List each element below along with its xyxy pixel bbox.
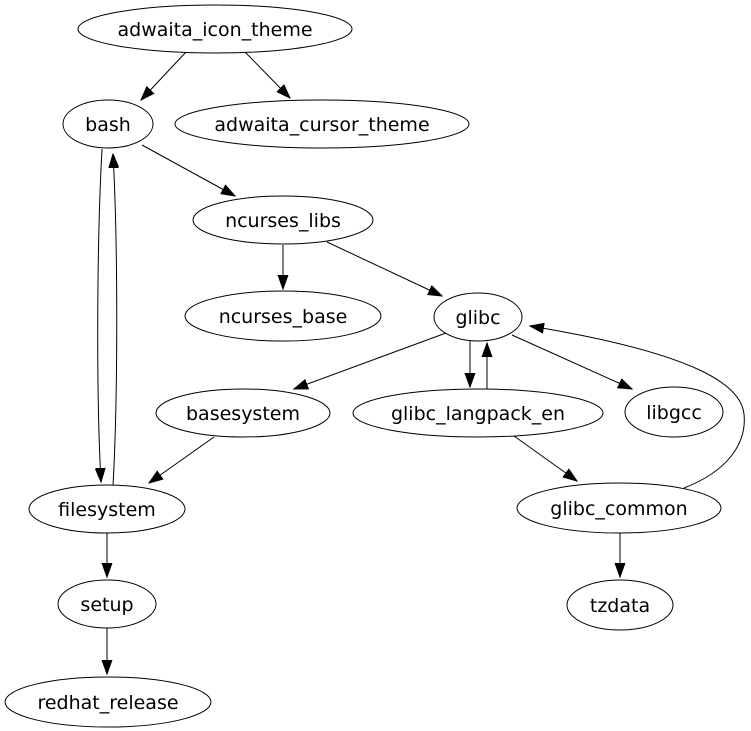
node-ellipse xyxy=(433,292,523,342)
node-label: tzdata xyxy=(590,595,650,617)
node-libgcc: libgcc xyxy=(624,386,724,438)
node-ellipse xyxy=(28,484,186,534)
edge-glibc_common-glibc xyxy=(530,326,745,489)
node-label: filesystem xyxy=(58,499,156,521)
node-ellipse xyxy=(174,99,470,149)
edge-glibc-basesystem xyxy=(294,332,447,389)
node-ellipse xyxy=(184,290,382,342)
edge-adwaita_icon_theme-adwaita_cursor_theme xyxy=(244,51,290,98)
node-label: adwaita_cursor_theme xyxy=(214,114,429,136)
node-basesystem: basesystem xyxy=(155,388,331,438)
node-glibc: glibc xyxy=(433,292,523,342)
node-label: setup xyxy=(80,594,133,616)
edge-bash-filesystem xyxy=(98,148,102,482)
edge-layer xyxy=(98,51,745,674)
node-ncurses_libs: ncurses_libs xyxy=(192,195,374,245)
node-ellipse xyxy=(516,482,722,534)
edge-ncurses_libs-glibc xyxy=(326,241,442,296)
edge-glibc-libgcc xyxy=(511,334,632,389)
node-ellipse xyxy=(155,388,331,438)
node-ellipse xyxy=(566,579,674,631)
node-label: ncurses_libs xyxy=(225,210,341,232)
edge-glibc_langpack_en-glibc_common xyxy=(513,435,577,481)
node-ellipse xyxy=(62,99,154,149)
node-label: glibc_common xyxy=(550,498,687,520)
node-redhat_release: redhat_release xyxy=(4,676,212,728)
node-ellipse xyxy=(192,195,374,245)
node-label: bash xyxy=(85,114,131,136)
node-glibc_common: glibc_common xyxy=(516,482,722,534)
edge-basesystem-filesystem xyxy=(149,436,215,483)
node-bash: bash xyxy=(62,99,154,149)
edge-filesystem-bash xyxy=(113,154,117,487)
node-ellipse xyxy=(4,676,212,728)
node-label: glibc xyxy=(455,307,500,329)
node-label: basesystem xyxy=(186,403,300,425)
node-adwaita_cursor_theme: adwaita_cursor_theme xyxy=(174,99,470,149)
node-label: redhat_release xyxy=(37,692,178,714)
node-ellipse xyxy=(57,579,157,629)
node-label: ncurses_base xyxy=(219,306,348,328)
edge-bash-ncurses_libs xyxy=(141,144,235,196)
node-glibc_langpack_en: glibc_langpack_en xyxy=(352,388,604,438)
node-layer: adwaita_icon_theme bash adwaita_cursor_t… xyxy=(4,4,724,728)
node-filesystem: filesystem xyxy=(28,484,186,534)
node-label: adwaita_icon_theme xyxy=(117,19,312,41)
node-tzdata: tzdata xyxy=(566,579,674,631)
node-adwaita_icon_theme: adwaita_icon_theme xyxy=(77,4,353,54)
node-ellipse xyxy=(77,4,353,54)
node-setup: setup xyxy=(57,579,157,629)
node-label: glibc_langpack_en xyxy=(391,403,565,425)
node-ellipse xyxy=(624,386,724,438)
node-ncurses_base: ncurses_base xyxy=(184,290,382,342)
node-label: libgcc xyxy=(646,402,702,424)
node-ellipse xyxy=(352,388,604,438)
edge-adwaita_icon_theme-bash xyxy=(141,51,187,100)
